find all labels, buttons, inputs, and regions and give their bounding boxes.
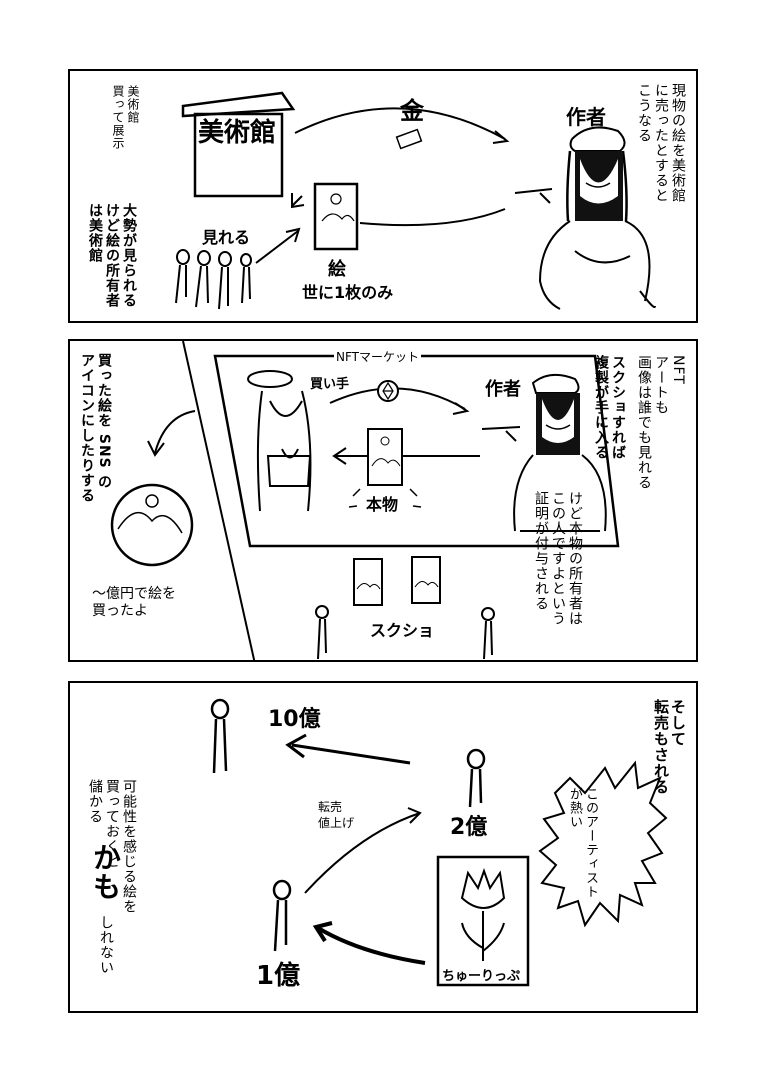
nft-author-label: 作者 — [485, 379, 521, 400]
panel2-drawing — [110, 341, 620, 660]
buyer-label: 買い手 — [310, 377, 350, 392]
screenshot-label: スクショ — [370, 621, 435, 640]
price-owners — [210, 698, 486, 952]
money-label: 金 — [400, 97, 424, 125]
profit-caption-3: しれない — [98, 915, 114, 975]
caption-left: 大勢が見られる けど絵の所有者 は美術館 — [87, 203, 137, 308]
bubble-text: このアーティスト が熱い — [567, 787, 598, 899]
nft-author-figure — [481, 373, 607, 532]
market-title: NFTマーケット — [334, 348, 421, 365]
market-frame — [213, 354, 620, 548]
museum-sign: 美術館 — [198, 118, 277, 148]
can-see-label: 見れる — [202, 228, 251, 247]
panel-nft-market: NFTマーケット 買い手 作者 本物 NFT アートも 画像は誰でも見れる スク… — [68, 339, 698, 662]
panel-resale: そして 転売もされる このアーティスト が熱い 10億 2億 1億 転売 値上げ… — [68, 681, 698, 1013]
resale-caption: そして 転売もされる — [652, 699, 687, 795]
museum-roof — [181, 91, 296, 118]
buyer-figure — [247, 370, 312, 512]
screenshot-copy-1 — [353, 558, 383, 606]
nft-caption-3: けど本物の所有者は この人ですよという 証明が付与される — [533, 491, 583, 626]
resale-markup: 転売 値上げ — [318, 800, 355, 830]
one-only-label: 世に1枚のみ — [302, 283, 394, 302]
speech-bubble — [538, 760, 668, 928]
profit-caption-1: 可能性を感じる絵を 買っておくと 儲かる — [87, 779, 137, 914]
panel3-drawing — [210, 698, 668, 987]
boast-caption: 〜億円で絵を 買ったよ — [92, 586, 176, 619]
profit-caption-2: かも — [89, 843, 122, 901]
nft-painting — [367, 428, 403, 486]
screenshot-copy-2 — [411, 556, 441, 604]
price-1: 1億 — [256, 961, 301, 991]
bystanders — [315, 605, 495, 660]
panel1-drawing — [175, 91, 656, 310]
authentic-label: 本物 — [366, 495, 399, 514]
tulip-label: ちゅーりっぷ — [442, 969, 521, 984]
price-10: 10億 — [268, 707, 321, 732]
author-label: 作者 — [566, 105, 606, 129]
museum-building — [193, 112, 284, 198]
caption-museum: 美術館 買って展示 — [111, 85, 140, 150]
money-arrow — [294, 107, 506, 140]
author-figure — [514, 126, 656, 310]
caption-right: 現物の絵を美術館 に売ったとすると こうなる — [636, 83, 686, 203]
panel-museum: 美術館 買って展示 美術館 現物の絵を美術館 に売ったとすると こうなる 作者 … — [68, 69, 698, 323]
nft-caption-1: NFT アートも 画像は誰でも見れる — [636, 355, 686, 490]
price-2: 2億 — [450, 815, 488, 840]
picture-label: 絵 — [328, 259, 346, 280]
nft-caption-2: スクショすれば 複製が手に入る — [593, 355, 626, 460]
sns-caption: 買った絵を SNS の アイコンにしたりする — [79, 353, 112, 503]
crowd — [175, 249, 252, 310]
money-bill — [395, 128, 423, 150]
sns-icon-circle — [110, 483, 194, 567]
arrow-to-museum — [291, 193, 305, 209]
tulip-flower — [460, 867, 506, 909]
